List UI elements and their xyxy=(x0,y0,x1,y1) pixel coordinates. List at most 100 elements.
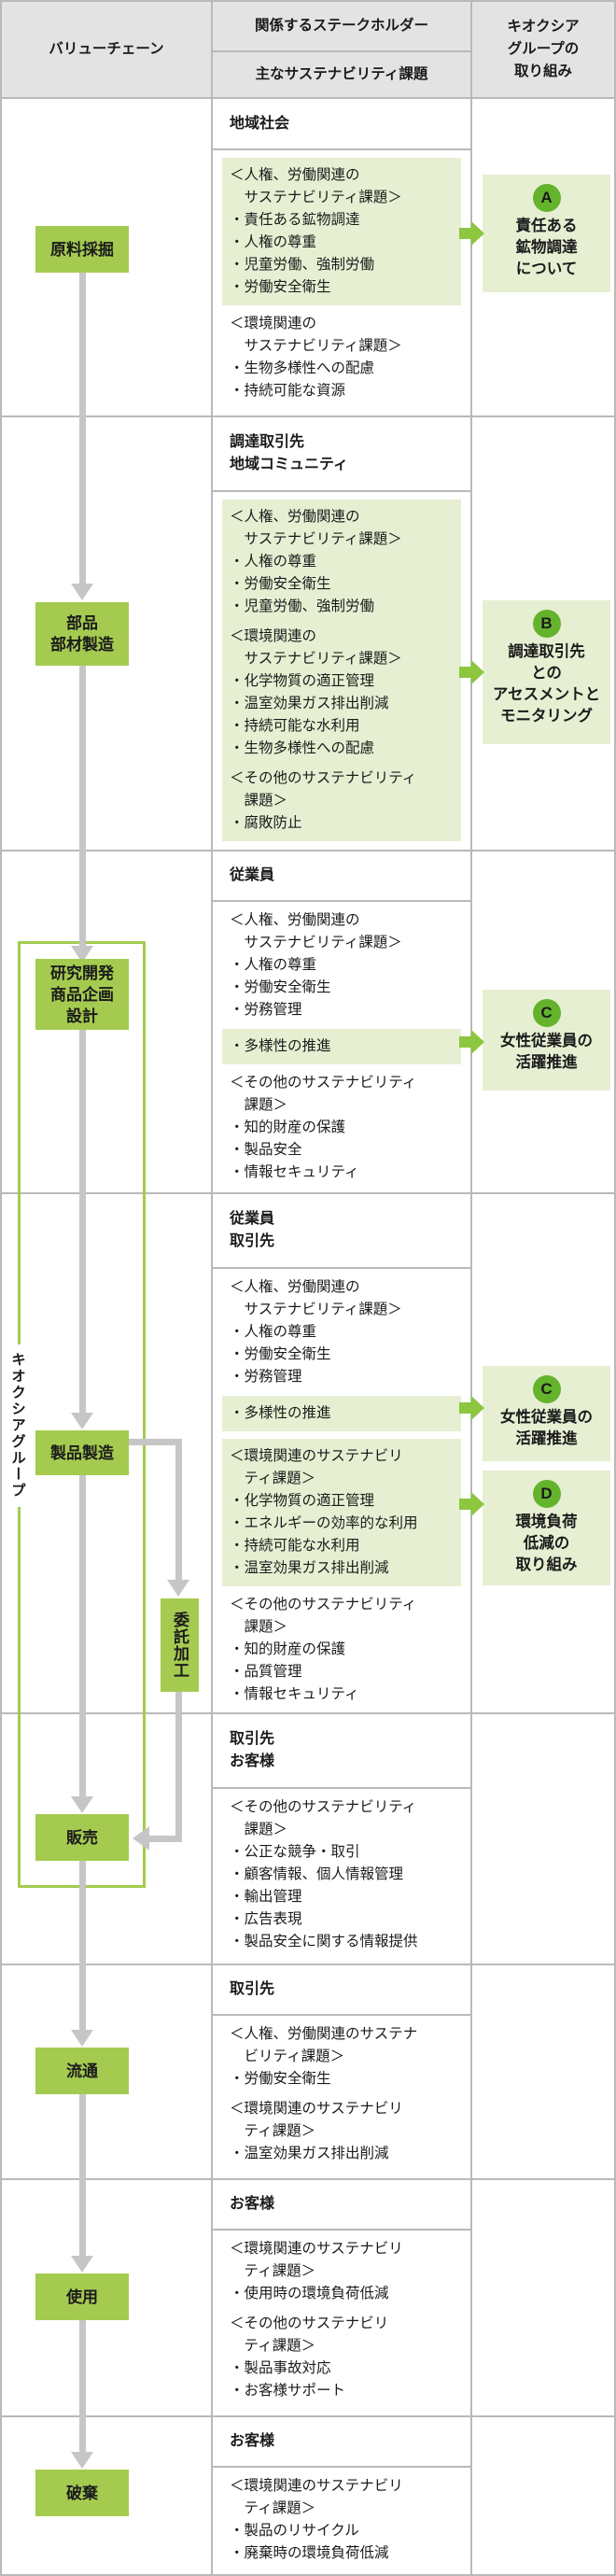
callout-label: 調達取引先 との アセスメントと モニタリング xyxy=(492,643,601,725)
callout-arrow-c-icon xyxy=(459,1030,484,1054)
row-manufacturing-issues: 従業員 取引先 ＜人権、労働関連の サステナビリティ課題＞ ・人権の尊重 ・労働… xyxy=(213,1194,470,1710)
issue-group-header: ＜環境関連のサステナビリ ティ課題＞ xyxy=(230,2241,403,2279)
branch-line xyxy=(129,1439,182,1445)
issue-items: ・人権の尊重 ・労働安全衛生 ・児童労働、強制労働 xyxy=(230,554,375,614)
issue-items: ・生物多様性への配慮 ・持続可能な資源 xyxy=(230,360,375,399)
stakeholder-cell: お客様 xyxy=(213,2417,470,2468)
branch-arrow-down-icon xyxy=(167,1580,189,1597)
issue-group-header: ＜その他のサステナビリティ 課題＞ xyxy=(230,1799,417,1837)
grid-line-row4 xyxy=(0,1712,616,1714)
issue-group: ＜環境関連のサステナビリ ティ課題＞ ・製品のリサイクル ・廃棄時の環境負荷低減 xyxy=(222,2475,461,2565)
flow-line xyxy=(79,1475,86,1796)
issue-group-header: ＜環境関連のサステナビリ ティ課題＞ xyxy=(230,2101,403,2139)
row-sales-issues: 取引先 お客様 ＜その他のサステナビリティ 課題＞ ・公正な競争・取引 ・顧客情… xyxy=(213,1714,470,1962)
grid-line-left xyxy=(0,0,2,2576)
row-disposal-issues: お客様 ＜環境関連のサステナビリ ティ課題＞ ・製品のリサイクル ・廃棄時の環境… xyxy=(213,2417,470,2574)
stage-box-disposal: 破棄 xyxy=(35,2470,129,2516)
flow-line xyxy=(79,2094,86,2256)
stage-box-sales: 販売 xyxy=(35,1814,129,1861)
kioxia-group-label: キオクシアグループ xyxy=(4,1344,30,1507)
issue-group-header: ＜その他のサステナビリティ 課題＞ xyxy=(230,1597,417,1635)
flow-line xyxy=(79,273,86,584)
flow-line xyxy=(79,1030,86,1413)
callout-a-responsible-minerals: A 責任ある 鉱物調達 について xyxy=(483,175,610,292)
issue-group: ＜人権、労働関連の サステナビリティ課題＞ ・人権の尊重 ・労働安全衛生 ・労務… xyxy=(222,1276,461,1388)
stage-box-manufacturing: 製品製造 xyxy=(35,1430,129,1475)
grid-line-header-split xyxy=(211,50,472,52)
branch-line xyxy=(175,1439,182,1580)
stage-box-components: 部品 部材製造 xyxy=(35,602,129,666)
callout-label: 女性従業員の 活躍推進 xyxy=(500,1409,593,1447)
flow-arrow-down-icon xyxy=(71,2256,93,2273)
stage-box-use: 使用 xyxy=(35,2273,129,2320)
callout-arrow-d-icon xyxy=(459,1492,484,1516)
issue-group-header: ＜人権、労働関連のサステナ ビリティ課題＞ xyxy=(230,2026,418,2064)
stakeholder-cell: 取引先 xyxy=(213,1965,470,2016)
issue-group: ＜環境関連のサステナビリ ティ課題＞ ・使用時の環境負荷低減 xyxy=(222,2238,461,2305)
flow-arrow-down-icon xyxy=(71,946,93,963)
issue-items: ・知的財産の保護 ・品質管理 ・情報セキュリティ xyxy=(230,1641,359,1702)
stakeholder-cell: 調達取引先 地域コミュニティ xyxy=(213,417,470,492)
issue-items: ・多様性の推進 xyxy=(230,1038,331,1054)
row-mining-issues: 地域社会 ＜人権、労働関連の サステナビリティ課題＞ ・責任ある鉱物調達 ・人権… xyxy=(213,100,470,414)
callout-c-women-empowerment: C 女性従業員の 活躍推進 xyxy=(483,1366,610,1461)
flow-arrow-down-icon xyxy=(71,2452,93,2469)
flow-line xyxy=(79,666,86,946)
stage-box-rd-planning-design: 研究開発 商品企画 設計 xyxy=(35,959,129,1030)
grid-line-right xyxy=(614,0,616,2576)
callout-d-environmental-load: D 環境負荷 低減の 取り組み xyxy=(483,1471,610,1585)
grid-line-header-bottom xyxy=(0,97,616,99)
stage-box-distribution: 流通 xyxy=(35,2048,129,2094)
issue-items: ・使用時の環境負荷低減 xyxy=(230,2286,389,2302)
issue-group-header: ＜環境関連の サステナビリティ課題＞ xyxy=(230,316,402,354)
row-rd-issues: 従業員 ＜人権、労働関連の サステナビリティ課題＞ ・人権の尊重 ・労働安全衛生… xyxy=(213,852,470,1190)
row-use-issues: お客様 ＜環境関連のサステナビリ ティ課題＞ ・使用時の環境負荷低減 ＜その他の… xyxy=(213,2180,470,2414)
callout-label: 女性従業員の 活躍推進 xyxy=(500,1033,593,1071)
issue-group-header: ＜その他のサステナビリティ 課題＞ xyxy=(230,1075,417,1113)
issue-group: ＜その他のサステナビリティ 課題＞ ・知的財産の保護 ・製品安全 ・情報セキュリ… xyxy=(222,1072,461,1184)
issue-items: ・化学物質の適正管理 ・温室効果ガス排出削減 ・持続可能な水利用 ・生物多様性へ… xyxy=(230,673,389,756)
callout-label: 環境負荷 低減の 取り組み xyxy=(515,1513,578,1573)
row-components-issues: 調達取引先 地域コミュニティ ＜人権、労働関連の サステナビリティ課題＞ ・人権… xyxy=(213,417,470,848)
issue-group-header: ＜人権、労働関連の サステナビリティ課題＞ xyxy=(230,509,402,547)
issue-items: ・知的財産の保護 ・製品安全 ・情報セキュリティ xyxy=(230,1119,359,1180)
badge-a: A xyxy=(532,184,561,212)
badge-c: C xyxy=(532,1375,561,1403)
callout-b-supplier-assessment: B 調達取引先 との アセスメントと モニタリング xyxy=(483,600,610,744)
issue-group-header: ＜人権、労働関連の サステナビリティ課題＞ xyxy=(230,1279,402,1317)
issue-group-header: ＜環境関連のサステナビリ ティ課題＞ xyxy=(230,1448,403,1486)
issue-group-header: ＜環境関連のサステナビリ ティ課題＞ xyxy=(230,2478,403,2516)
grid-line-col1 xyxy=(211,0,213,2576)
grid-line-row1 xyxy=(0,415,616,417)
issue-items: ・製品事故対応 ・お客様サポート xyxy=(230,2360,346,2399)
grid-line-col2 xyxy=(470,0,472,2576)
issue-items: ・化学物質の適正管理 ・エネルギーの効率的な利用 ・持続可能な水利用 ・温室効果… xyxy=(230,1493,418,1576)
flow-arrow-down-icon xyxy=(71,1413,93,1429)
stage-box-mining: 原料採掘 xyxy=(35,226,129,273)
issue-items: ・責任ある鉱物調達 ・人権の尊重 ・児童労働、強制労働 ・労働安全衛生 xyxy=(230,212,375,295)
badge-d: D xyxy=(532,1480,561,1508)
issue-group-header: ＜人権、労働関連の サステナビリティ課題＞ xyxy=(230,912,402,950)
issue-group-highlight: ・多様性の推進 xyxy=(222,1396,461,1431)
header-stakeholders: 関係するステークホルダー xyxy=(254,18,428,34)
grid-line-row3 xyxy=(0,1192,616,1194)
flow-line xyxy=(79,2320,86,2452)
issue-group-header: ＜その他のサステナビリ ティ課題＞ xyxy=(230,2316,389,2354)
issue-items: ・人権の尊重 ・労働安全衛生 ・労務管理 xyxy=(230,957,331,1018)
branch-arrow-left-icon xyxy=(133,1826,149,1851)
badge-c: C xyxy=(532,999,561,1027)
stakeholder-cell: 取引先 お客様 xyxy=(213,1714,470,1789)
issue-items: ・温室効果ガス排出削減 xyxy=(230,2146,389,2161)
grid-line-row5 xyxy=(0,1964,616,1965)
issue-group-highlight: ・多様性の推進 xyxy=(222,1029,461,1064)
row-distribution-issues: 取引先 ＜人権、労働関連のサステナ ビリティ課題＞ ・労働安全衛生 ＜環境関連の… xyxy=(213,1965,470,2176)
flow-line xyxy=(79,1861,86,2030)
issue-group-header: ＜環境関連の サステナビリティ課題＞ xyxy=(230,628,402,667)
issue-group-header: ＜人権、労働関連の サステナビリティ課題＞ xyxy=(230,167,402,205)
issue-group-highlight: ＜人権、労働関連の サステナビリティ課題＞ ・責任ある鉱物調達 ・人権の尊重 ・… xyxy=(222,158,461,305)
issue-items: ・公正な競争・取引 ・顧客情報、個人情報管理 ・輸出管理 ・広告表現 ・製品安全… xyxy=(230,1844,418,1950)
callout-c-women-empowerment: C 女性従業員の 活躍推進 xyxy=(483,990,610,1091)
stakeholder-cell: 従業員 xyxy=(213,852,470,902)
issue-items: ・多様性の推進 xyxy=(230,1405,331,1421)
